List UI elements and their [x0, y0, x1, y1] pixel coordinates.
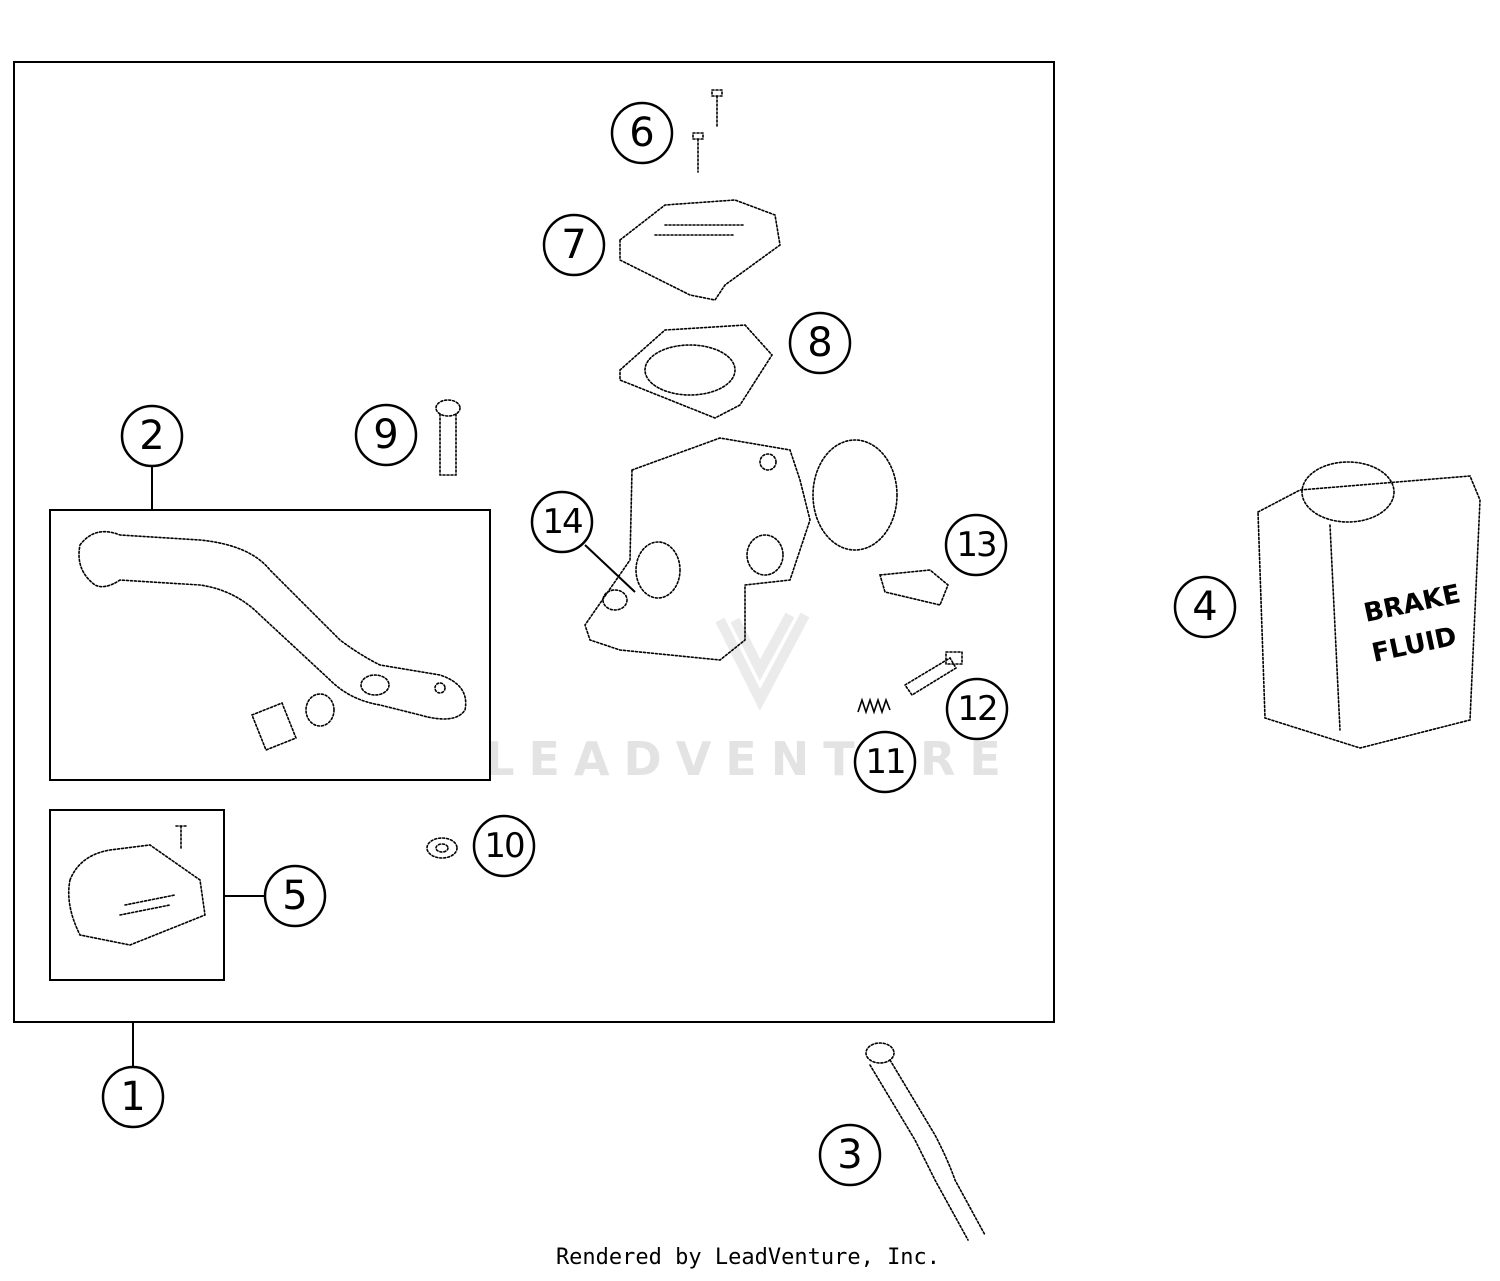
callout-13-number: 13 — [956, 525, 995, 565]
callout-14-number: 14 — [542, 502, 582, 542]
callout-7: 7 — [542, 213, 606, 277]
callout-2: 2 — [120, 404, 184, 468]
leader-14 — [584, 544, 636, 593]
callout-3: 3 — [818, 1123, 882, 1187]
spring-drawing — [857, 697, 891, 715]
reservoir-cover-kit-drawing — [49, 809, 225, 981]
callout-6: 6 — [610, 101, 674, 165]
callout-2-number: 2 — [139, 413, 164, 459]
screw-b — [692, 132, 704, 173]
diaphragm-drawing — [619, 324, 774, 419]
brake-line-hose — [869, 1059, 986, 1241]
brake-lever-kit-drawing — [49, 509, 491, 781]
piston-bore — [635, 541, 681, 599]
master-cylinder-port — [746, 534, 784, 576]
callout-3-number: 3 — [837, 1132, 862, 1178]
callout-8-number: 8 — [807, 320, 832, 366]
pivot-bolt-shank — [439, 413, 457, 476]
reservoir-cover-drawing — [619, 199, 781, 301]
callout-8: 8 — [788, 311, 852, 375]
lever-pivot-hole — [360, 674, 390, 696]
cover-kit-screw — [175, 825, 187, 849]
piston-head — [602, 589, 628, 611]
callout-6-number: 6 — [629, 110, 654, 156]
fluid-can-body — [1257, 475, 1481, 749]
screw-a — [711, 89, 723, 127]
master-cylinder-clamp — [812, 439, 898, 551]
adjuster-screw-shank — [903, 656, 958, 697]
lever — [78, 530, 467, 720]
master-cylinder-body-drawing — [584, 437, 898, 661]
footer-credit: Rendered by LeadVenture, Inc. — [556, 1245, 940, 1270]
nut-inner — [435, 843, 449, 853]
pivot-bolt-head — [435, 399, 461, 417]
lever-kit-box — [49, 509, 491, 781]
callout-10-number: 10 — [484, 826, 524, 866]
nut-outer — [426, 837, 458, 859]
fluid-can-label-line2: FLUID — [1369, 622, 1459, 669]
callout-11-number: 11 — [865, 742, 904, 782]
brake-line-drawing — [865, 1042, 986, 1241]
callout-5: 5 — [263, 864, 327, 928]
adjuster-screw-drawing — [903, 651, 963, 697]
adjuster-screw-head — [945, 651, 963, 665]
pivot-bolt-drawing — [435, 399, 461, 476]
master-cylinder-body — [584, 437, 811, 661]
lever-adjust-hole — [434, 682, 446, 694]
callout-9: 9 — [354, 403, 418, 467]
reservoir-cover-detail — [654, 224, 746, 236]
watermark-logo — [715, 612, 810, 711]
callout-10: 10 — [472, 814, 536, 878]
nut-drawing — [426, 837, 458, 859]
callout-5-number: 5 — [282, 873, 307, 919]
callout-4-number: 4 — [1192, 584, 1217, 630]
fluid-can-edge — [1329, 524, 1341, 731]
diaphragm-outline — [619, 324, 774, 419]
fluid-can-cap — [1301, 461, 1395, 523]
callout-7-number: 7 — [561, 222, 586, 268]
callout-1: 1 — [101, 1065, 165, 1129]
cover-kit-box — [49, 809, 225, 981]
brake-line-banjo — [865, 1042, 895, 1064]
watermark: LEADVENTURE — [485, 612, 1015, 786]
assembly-frame — [13, 61, 1055, 1023]
callout-13: 13 — [944, 513, 1008, 577]
callout-4: 4 — [1173, 575, 1237, 639]
callout-9-number: 9 — [373, 412, 398, 458]
callout-14: 14 — [530, 490, 594, 554]
watermark-text: LEADVENTURE — [485, 732, 1015, 786]
fluid-can-label-line1: BRAKE — [1361, 579, 1463, 629]
cover-screws-drawing — [692, 89, 723, 173]
master-cylinder-sight-hole — [759, 453, 777, 471]
lever-bushing-ring — [305, 693, 335, 727]
cap-drawing — [878, 569, 949, 606]
brake-fluid-can-drawing: BRAKE FLUID — [1257, 461, 1481, 749]
callout-12-number: 12 — [957, 689, 996, 729]
callout-11: 11 — [853, 730, 917, 794]
lever-bushing — [250, 701, 298, 752]
reservoir-cover-outline — [619, 199, 781, 301]
callout-12: 12 — [945, 677, 1009, 741]
cover-kit-logo — [119, 894, 176, 916]
diaphragm-bellow — [644, 344, 736, 396]
cover-kit-cover — [67, 844, 206, 946]
callout-1-number: 1 — [120, 1074, 145, 1120]
